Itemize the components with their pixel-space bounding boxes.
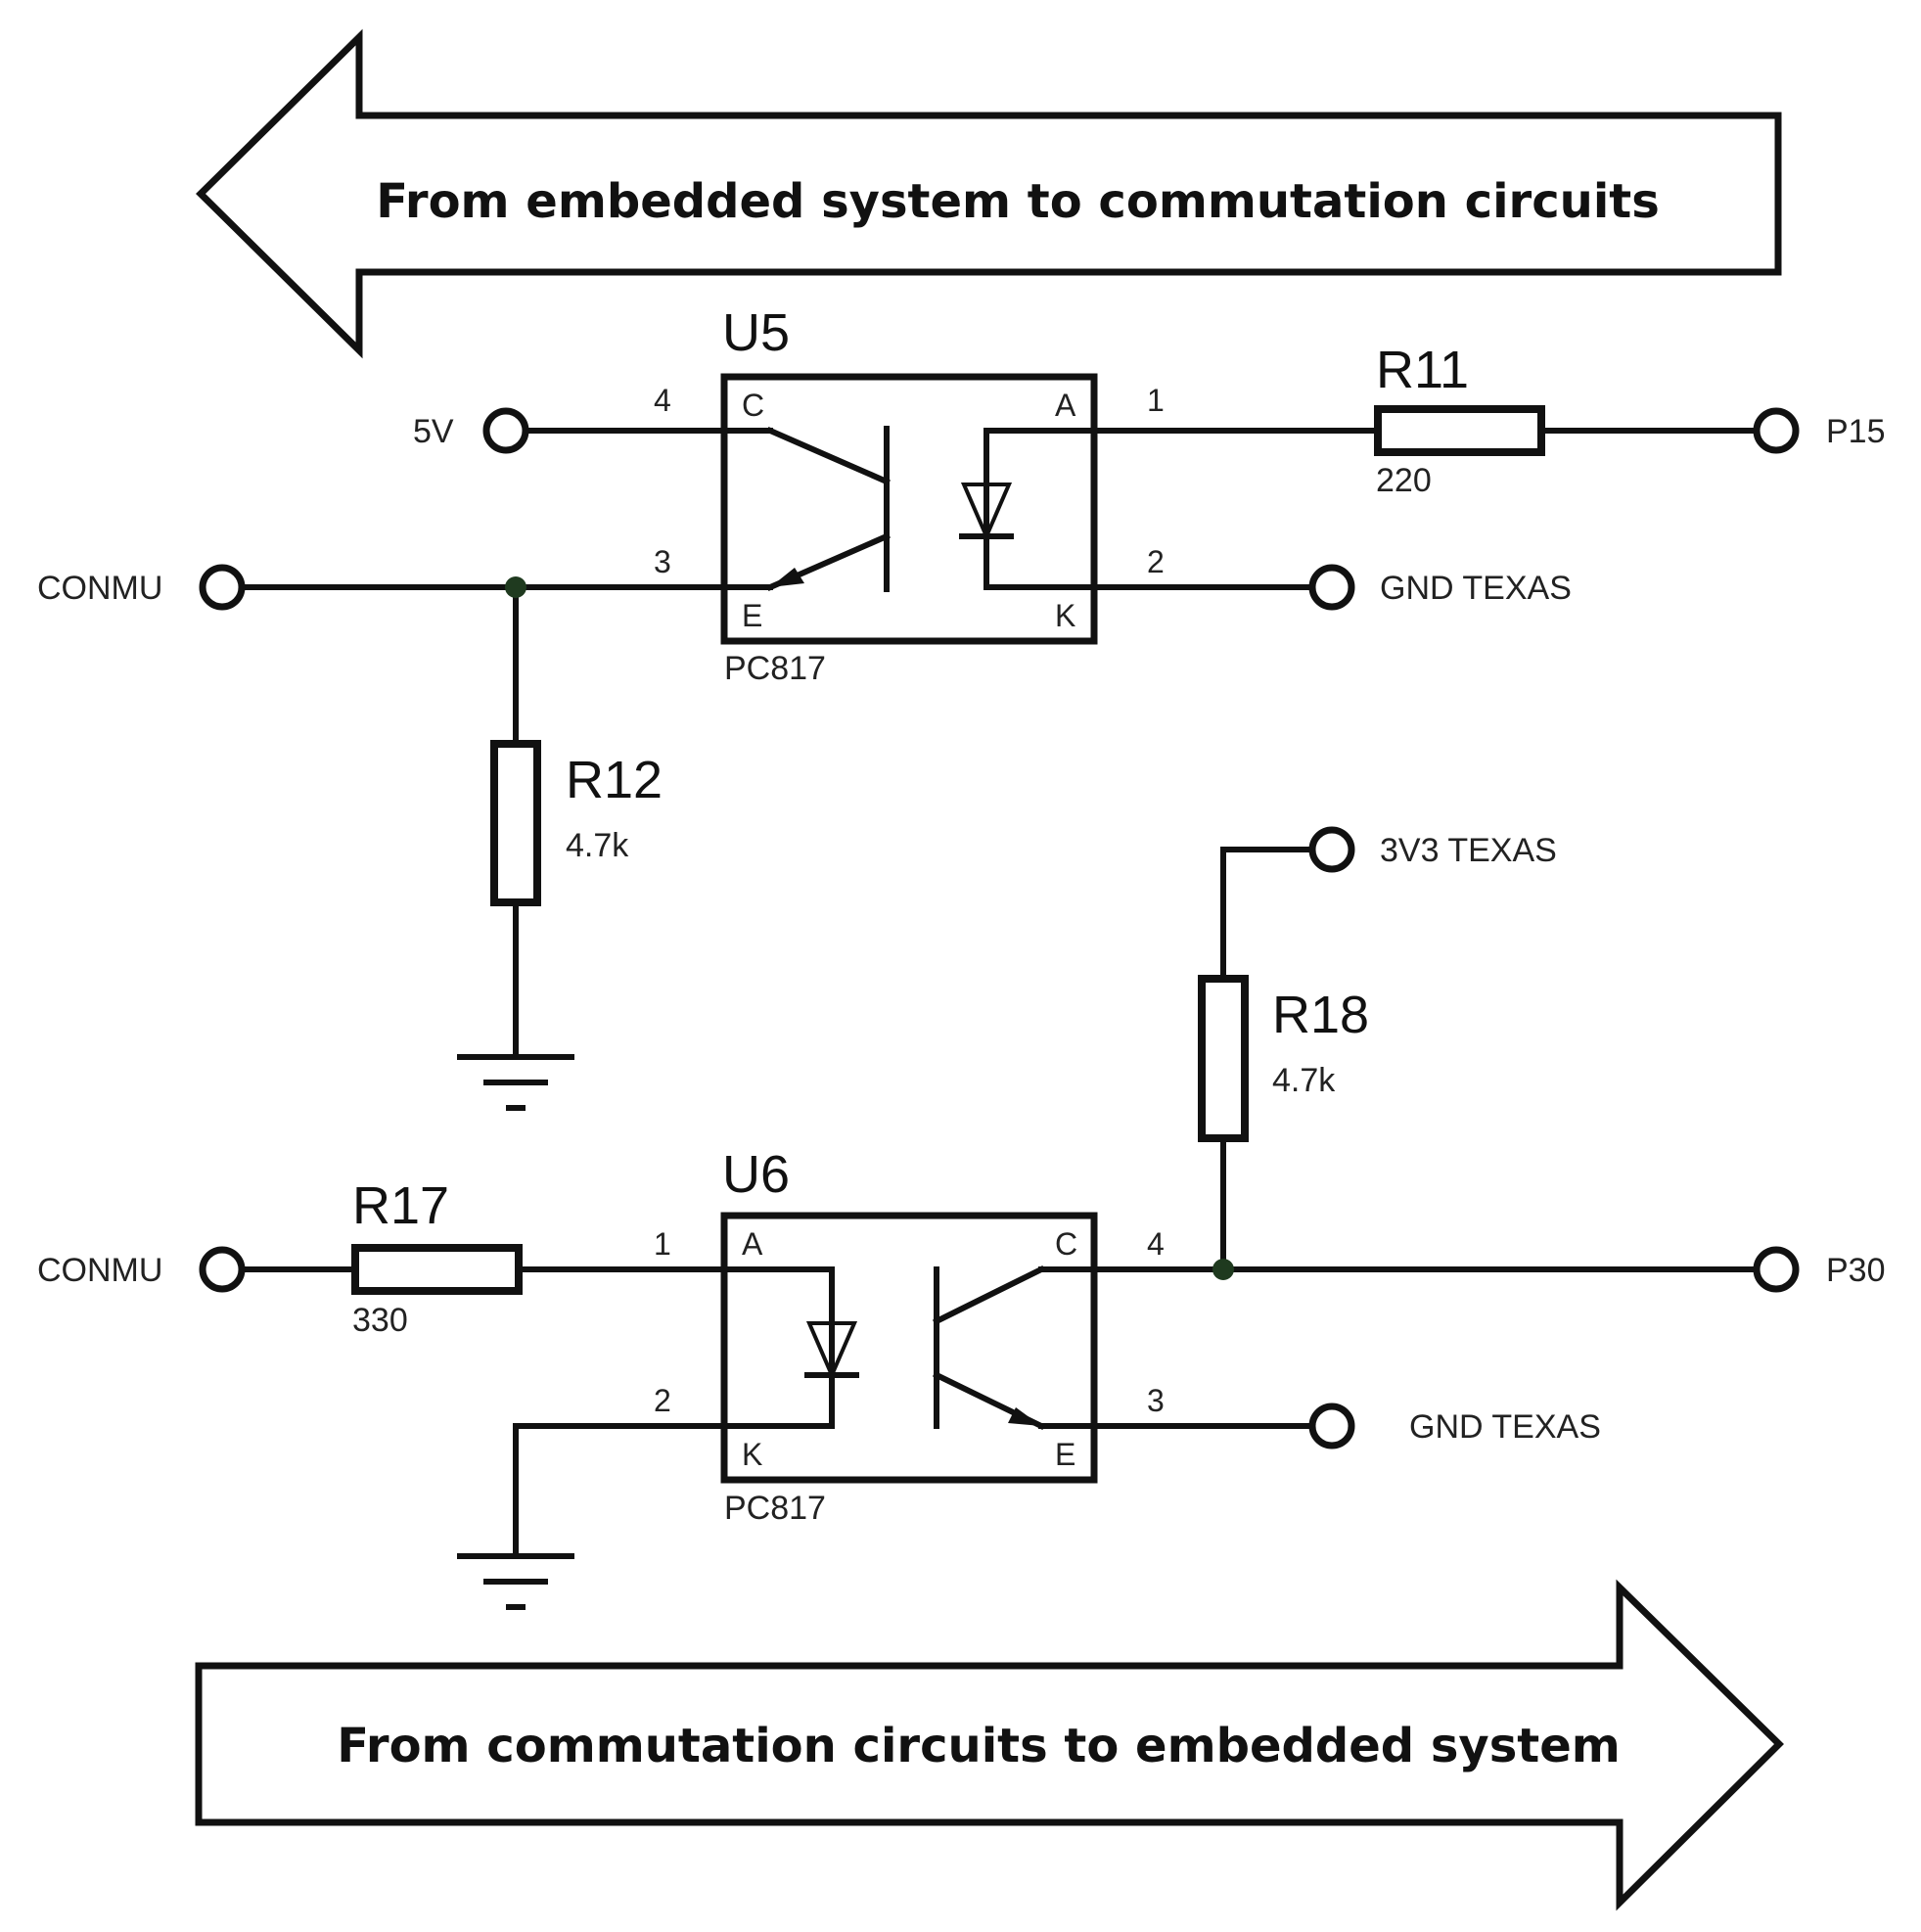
junction-p30 [1212,1259,1234,1280]
net-label-conmu-bottom: CONMU [37,1252,162,1289]
r12-body [490,740,541,906]
r12-value: 4.7k [566,827,629,864]
u5-pin-a-label: A [1055,388,1076,423]
r12-ref: R12 [566,751,663,809]
ground-symbol-top [457,1054,574,1111]
resistor-r18: R18 4.7k [1198,975,1369,1142]
resistor-r12: R12 4.7k [490,740,663,906]
u5-led-leads [983,428,1097,590]
u5-body [720,373,1098,645]
net-label-gnd-texas-bottom: GND TEXAS [1409,1408,1601,1446]
u5-pin3-number: 3 [654,544,671,579]
u5-optocoupler: U5 PC817 C E A K [720,303,1098,687]
u6-emitter-arrow [1008,1407,1041,1426]
net-label-gnd-texas-top: GND TEXAS [1380,570,1572,607]
u5-pin1-number: 1 [1147,383,1165,418]
ground-symbol-bottom [457,1553,574,1610]
u6-pin-a-label: A [742,1226,763,1262]
u6-pin3-number: 3 [1147,1383,1165,1418]
net-label-3v3-texas: 3V3 TEXAS [1380,832,1557,869]
r17-ref: R17 [352,1176,449,1235]
resistor-r17: R17 330 [351,1176,523,1339]
u6-led-leads [721,1266,835,1429]
u6-pin4-number: 4 [1147,1226,1165,1262]
net-label-conmu-top: CONMU [37,570,162,607]
wire-u6-k-ground [513,1423,727,1559]
bottom-arrow-shape [195,1579,1784,1911]
u5-emitter-arrow [770,568,804,587]
u5-pin4-number: 4 [654,383,671,418]
u6-ref: U6 [722,1145,790,1204]
r18-body [1198,975,1249,1142]
terminal-conmu-top [199,564,246,611]
terminal-p15 [1753,407,1800,454]
u6-part: PC817 [724,1490,826,1527]
u6-optocoupler: U6 PC817 A K C E [720,1145,1098,1527]
terminal-p30 [1753,1246,1800,1293]
bottom-direction-arrow: From commutation circuits to embedded sy… [195,1579,1784,1911]
junction-conmu-top [505,576,526,598]
r18-value: 4.7k [1272,1062,1336,1099]
r11-ref: R11 [1376,341,1469,399]
u6-pin2-number: 2 [654,1383,671,1418]
u6-pin-k-label: K [742,1437,762,1472]
terminal-conmu-bottom [199,1246,246,1293]
u5-pin-k-label: K [1055,598,1075,633]
u5-pin-c-label: C [742,388,764,423]
u6-pin-e-label: E [1055,1437,1075,1472]
resistor-r11: R11 220 [1374,341,1545,499]
u6-body [720,1212,1098,1484]
u5-transistor-collector [766,427,891,485]
r11-value: 220 [1376,462,1432,499]
u5-pin-e-label: E [742,598,762,633]
net-label-p15: P15 [1826,413,1886,450]
top-direction-arrow: From embedded system to commutation circ… [196,28,1782,359]
r18-ref: R18 [1272,986,1369,1044]
wire-3v3-r18 [1220,847,1312,982]
u5-part: PC817 [724,650,826,687]
terminal-3v3-texas [1308,826,1355,873]
u6-pin1-number: 1 [654,1226,671,1262]
u6-led-triangle [805,1321,858,1381]
net-label-5v: 5V [413,413,454,450]
terminal-gnd-texas-top [1308,564,1355,611]
r11-body [1374,405,1545,456]
u5-led-triangle [960,483,1013,542]
terminal-gnd-texas-bottom [1308,1403,1355,1449]
u6-pin-c-label: C [1055,1226,1077,1262]
r17-body [351,1244,523,1295]
terminal-5v [482,407,529,454]
u6-transistor-collector [932,1265,1046,1326]
u5-ref: U5 [722,303,790,362]
top-arrow-label: From embedded system to commutation circ… [376,174,1660,229]
bottom-arrow-label: From commutation circuits to embedded sy… [337,1719,1621,1773]
r17-value: 330 [352,1302,408,1339]
top-arrow-shape [196,28,1782,359]
u5-pin2-number: 2 [1147,544,1165,579]
net-label-p30: P30 [1826,1252,1886,1289]
